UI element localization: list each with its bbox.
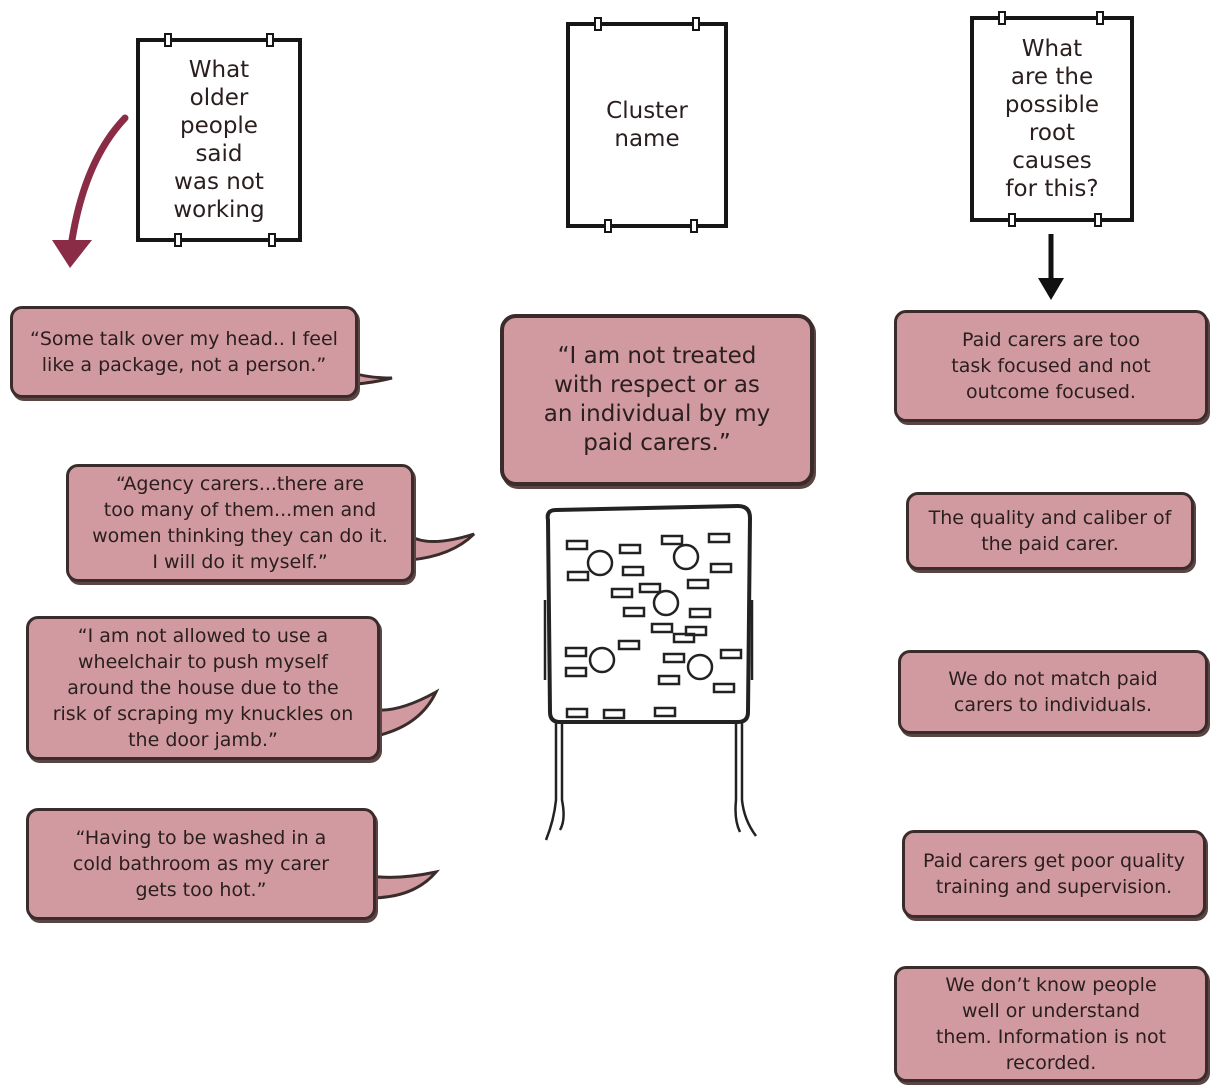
quote-text: “Having to be washed in a cold bathroom …	[72, 827, 330, 901]
tape-tab	[690, 219, 698, 233]
speech-tail-4	[368, 869, 440, 900]
root-cause-text: The quality and caliber of the paid care…	[928, 507, 1172, 555]
flipchart-board-icon	[543, 503, 758, 841]
tape-tab	[692, 17, 700, 31]
quote-bubble-3: “I am not allowed to use a wheelchair to…	[26, 616, 380, 760]
tape-tab	[594, 17, 602, 31]
tape-tab	[1094, 213, 1102, 227]
tape-tab	[1008, 213, 1016, 227]
tape-tab	[266, 33, 274, 47]
speech-tail-3	[374, 688, 440, 738]
header-left-text: What older people said was not working	[173, 57, 265, 223]
speech-tail-2	[408, 532, 476, 562]
tape-tab	[164, 33, 172, 47]
root-cause-4: Paid carers get poor quality training an…	[902, 830, 1206, 918]
arrow-down-icon	[1038, 234, 1064, 300]
root-cause-1: Paid carers are too task focused and not…	[894, 310, 1208, 422]
header-right-text: What are the possible root causes for th…	[1004, 36, 1100, 202]
quote-bubble-2: “Agency carers...there are too many of t…	[66, 464, 414, 582]
root-cause-text: Paid carers get poor quality training an…	[923, 850, 1185, 898]
root-cause-5: We don’t know people well or understand …	[894, 966, 1208, 1082]
cluster-name-box: “I am not treated with respect or as an …	[500, 314, 814, 486]
root-cause-text: Paid carers are too task focused and not…	[951, 329, 1151, 403]
tape-tab	[998, 11, 1006, 25]
tape-tab	[1096, 11, 1104, 25]
root-cause-2: The quality and caliber of the paid care…	[906, 492, 1194, 570]
tape-tab	[604, 219, 612, 233]
root-cause-3: We do not match paid carers to individua…	[898, 650, 1208, 734]
quote-text: “Agency carers...there are too many of t…	[92, 473, 388, 573]
quote-text: “Some talk over my head.. I feel like a …	[30, 328, 338, 376]
header-sign-right: What are the possible root causes for th…	[970, 11, 1134, 227]
tape-tab	[174, 233, 182, 247]
quote-bubble-4: “Having to be washed in a cold bathroom …	[26, 808, 376, 920]
quote-text: “I am not allowed to use a wheelchair to…	[52, 625, 354, 751]
quote-bubble-1: “Some talk over my head.. I feel like a …	[10, 306, 358, 398]
root-cause-text: We don’t know people well or understand …	[935, 974, 1167, 1074]
root-cause-text: We do not match paid carers to individua…	[948, 668, 1158, 716]
header-center-text: Cluster name	[606, 98, 688, 152]
cluster-name-text: “I am not treated with respect or as an …	[543, 343, 771, 456]
curved-arrow-down-left-icon	[52, 114, 129, 268]
tape-tab	[268, 233, 276, 247]
header-sign-center: Cluster name	[566, 17, 728, 233]
header-sign-left: What older people said was not working	[136, 33, 302, 247]
